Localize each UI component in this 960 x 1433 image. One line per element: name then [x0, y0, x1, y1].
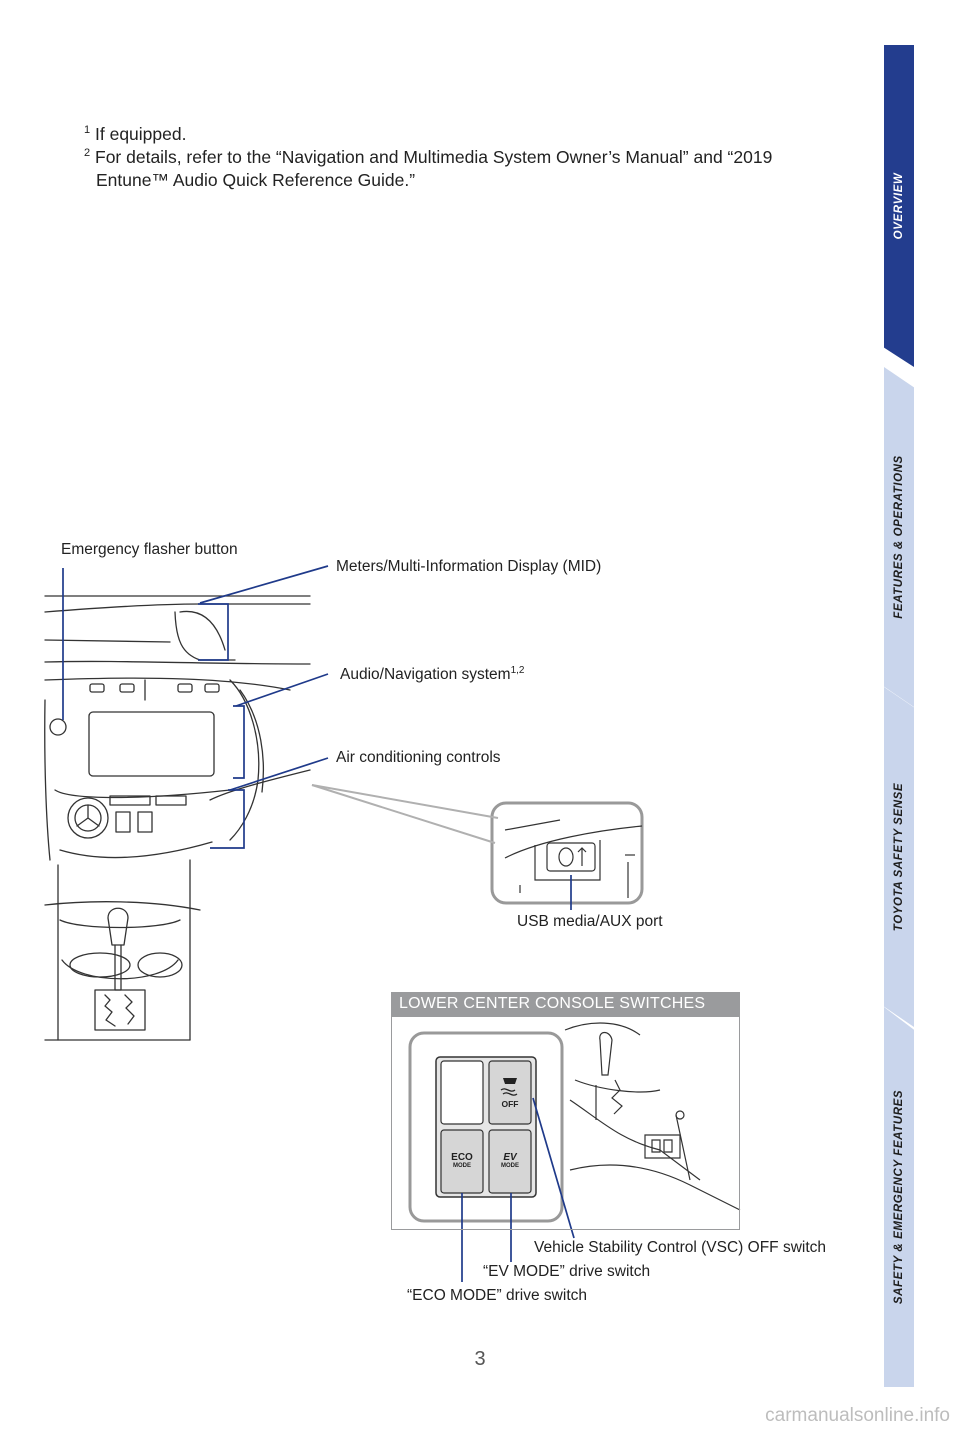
tab-overview[interactable]: OVERVIEW: [884, 45, 914, 367]
label-audio-navigation-text: Audio/Navigation system: [340, 666, 511, 684]
footnote-1: 1 If equipped.: [84, 123, 824, 146]
footnote-mark: 1: [84, 124, 91, 137]
tab-safety-emergency-label: SAFETY & EMERGENCY FEATURES: [893, 1089, 905, 1305]
label-ev-mode-switch: “EV MODE” drive switch: [483, 1263, 651, 1280]
tab-features-operations-label: FEATURES & OPERATIONS: [893, 455, 905, 619]
label-air-conditioning: Air conditioning controls: [336, 749, 501, 766]
footnote-continuation: Entune™ Audio Quick Reference Guide.”: [96, 170, 416, 190]
tab-overview-label: OVERVIEW: [893, 172, 905, 240]
side-tab-nav: OVERVIEW FEATURES & OPERATIONS TOYOTA SA…: [884, 45, 914, 1387]
eco-mode-label: MODE: [453, 1163, 471, 1169]
footnote-2: 2 For details, refer to the “Navigation …: [84, 146, 824, 192]
ev-mode-switch-text: EV MODE: [489, 1153, 531, 1171]
eco-label: ECO: [451, 1152, 473, 1163]
footnotes: 1 If equipped. 2 For details, refer to t…: [84, 123, 824, 192]
label-meters-mid: Meters/Multi-Information Display (MID): [336, 558, 602, 575]
console-section-header: LOWER CENTER CONSOLE SWITCHES: [391, 992, 740, 1016]
ev-mode-label: MODE: [501, 1163, 519, 1169]
tab-safety-emergency[interactable]: SAFETY & EMERGENCY FEATURES: [884, 1007, 914, 1387]
footnote-text: For details, refer to the “Navigation an…: [95, 147, 773, 167]
tab-features-operations[interactable]: FEATURES & OPERATIONS: [884, 367, 914, 707]
label-eco-mode-switch: “ECO MODE” drive switch: [407, 1287, 587, 1304]
label-audio-navigation: Audio/Navigation system1,2: [340, 665, 525, 684]
footnote-text: If equipped.: [95, 124, 187, 144]
page-number: 3: [474, 1348, 486, 1370]
footnote-mark: 2: [84, 147, 91, 160]
tab-toyota-safety-sense[interactable]: TOYOTA SAFETY SENSE: [884, 687, 914, 1027]
label-emergency-flasher: Emergency flasher button: [61, 541, 238, 558]
console-section-box: [391, 1016, 740, 1230]
eco-mode-switch-text: ECO MODE: [441, 1153, 483, 1171]
vsc-off-switch-text: OFF: [501, 1099, 519, 1109]
tab-toyota-safety-sense-label: TOYOTA SAFETY SENSE: [893, 782, 905, 932]
ev-label: EV: [503, 1152, 517, 1163]
label-usb-aux-port: USB media/AUX port: [517, 913, 663, 930]
label-vsc-off-switch: Vehicle Stability Control (VSC) OFF swit…: [534, 1239, 827, 1256]
watermark: carmanualsonline.info: [765, 1405, 950, 1426]
label-audio-navigation-sup: 1,2: [510, 665, 525, 676]
